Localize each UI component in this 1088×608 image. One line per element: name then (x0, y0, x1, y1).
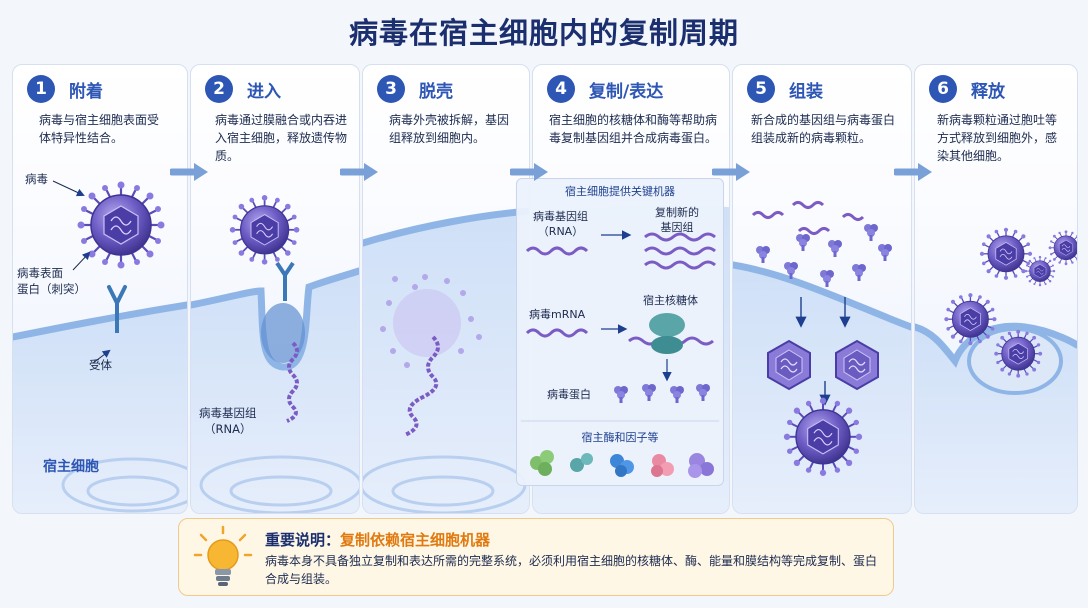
machinery-new-genome-label: 复制新的基因组 (655, 205, 699, 235)
step-title: 脱壳 (419, 77, 453, 102)
spike-label: 病毒表面蛋白（刺突） (17, 265, 86, 297)
machinery-genome-label: 病毒基因组（RNA） (533, 209, 588, 239)
flow-arrow-icon (712, 160, 752, 184)
step-number: 2 (205, 75, 233, 103)
step-panel-uncoating: 3 脱壳 病毒外壳被拆解，基因组释放到细胞内。 (362, 64, 530, 514)
receptor-label: 受体 (89, 357, 112, 373)
step-description: 病毒与宿主细胞表面受体特异性结合。 (39, 111, 167, 147)
flow-arrow-icon (340, 160, 380, 184)
virus-label: 病毒 (25, 171, 48, 187)
machinery-enzymes-label: 宿主酶和因子等 (517, 429, 723, 445)
step-description: 新病毒颗粒通过胞吐等方式释放到细胞外，感染其他细胞。 (937, 111, 1067, 165)
step-number: 3 (377, 75, 405, 103)
host-machinery-box: 宿主细胞提供关键机器 病毒基因组（RNA） 复制新的基因组 病毒mRNA 宿主核… (516, 178, 724, 486)
genome-label: 病毒基因组（RNA） (199, 405, 257, 437)
step-number: 1 (27, 75, 55, 103)
step-number: 6 (929, 75, 957, 103)
step-description: 病毒外壳被拆解，基因组释放到细胞内。 (389, 111, 517, 147)
step-description: 病毒通过膜融合或内吞进入宿主细胞，释放遗传物质。 (215, 111, 347, 165)
flow-arrow-icon (510, 160, 550, 184)
flow-arrow-icon (894, 160, 934, 184)
step-title: 复制/表达 (589, 77, 663, 102)
host-cell-label: 宿主细胞 (43, 459, 99, 475)
step-title: 进入 (247, 77, 281, 102)
flow-arrow-icon (170, 160, 210, 184)
page-title: 病毒在宿主细胞内的复制周期 (0, 10, 1088, 52)
lightbulb-icon (193, 525, 253, 589)
step-description: 新合成的基因组与病毒蛋白组装成新的病毒颗粒。 (751, 111, 901, 147)
note-heading: 重要说明：复制依赖宿主细胞机器 (265, 529, 490, 550)
step-title: 组装 (789, 77, 823, 102)
note-body: 病毒本身不具备独立复制和表达所需的完整系统，必须利用宿主细胞的核糖体、酶、能量和… (265, 552, 877, 588)
step-title: 附着 (69, 77, 103, 102)
step-description: 宿主细胞的核糖体和酶等帮助病毒复制基因组并合成病毒蛋白。 (549, 111, 719, 147)
step-panel-entry: 2 进入 病毒通过膜融合或内吞进入宿主细胞，释放遗传物质。 病毒基因组（RNA） (190, 64, 360, 514)
step-title: 释放 (971, 77, 1005, 102)
step-panel-attachment: 1 附着 病毒与宿主细胞表面受体特异性结合。 病毒 病毒表面蛋白（刺突） 受体 宿… (12, 64, 188, 514)
step-number: 4 (547, 75, 575, 103)
step-number: 5 (747, 75, 775, 103)
machinery-protein-label: 病毒蛋白 (547, 387, 591, 402)
step-panel-assembly: 5 组装 新合成的基因组与病毒蛋白组装成新的病毒颗粒。 (732, 64, 912, 514)
machinery-ribosome-label: 宿主核糖体 (643, 293, 698, 308)
step-panel-release: 6 释放 新病毒颗粒通过胞吐等方式释放到细胞外，感染其他细胞。 (914, 64, 1078, 514)
machinery-mrna-label: 病毒mRNA (529, 307, 585, 322)
important-note: 重要说明：复制依赖宿主细胞机器 病毒本身不具备独立复制和表达所需的完整系统，必须… (178, 518, 894, 596)
